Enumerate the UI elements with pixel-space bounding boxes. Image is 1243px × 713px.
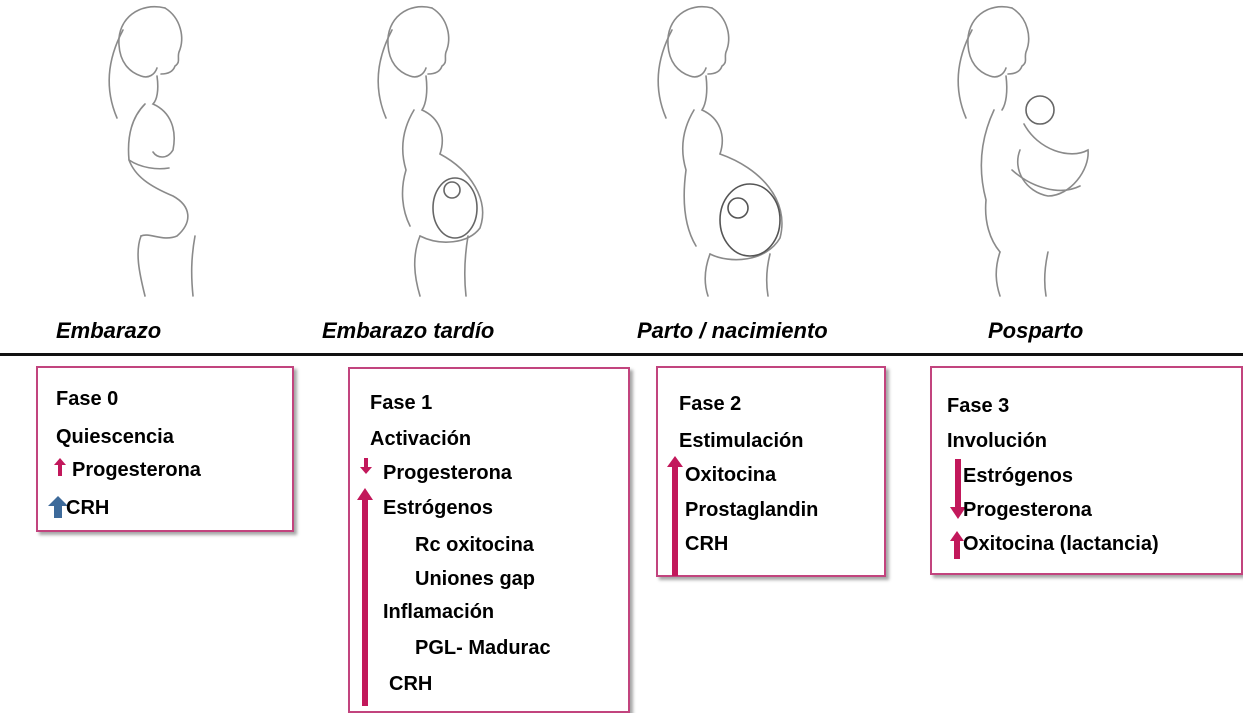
phase-name: Estimulación bbox=[679, 430, 804, 452]
arrow-up-icon bbox=[950, 531, 964, 559]
phase-title: Fase 3 bbox=[947, 395, 1010, 417]
phase-title: Fase 0 bbox=[56, 388, 119, 410]
hormone-subitem: PGL- Madurac bbox=[415, 637, 551, 659]
phase-title: Fase 1 bbox=[370, 392, 433, 414]
hormone-item: Estrógenos bbox=[383, 497, 494, 519]
arrow-up-icon bbox=[54, 458, 66, 476]
arrow-down-icon bbox=[360, 458, 372, 474]
hormone-item: Estrógenos bbox=[963, 465, 1074, 487]
hormone-item: Progesterona bbox=[963, 499, 1092, 521]
phase-box-0 bbox=[36, 366, 294, 532]
late-pregnancy-figure bbox=[340, 0, 540, 300]
phase-title: Fase 2 bbox=[679, 393, 742, 415]
hormone-subitem: Uniones gap bbox=[415, 568, 536, 590]
stage-label-postpartum: Posparto bbox=[988, 318, 1084, 343]
stage-label-late-pregnancy: Embarazo tardío bbox=[322, 318, 495, 343]
pregnant-woman-figure bbox=[45, 0, 245, 300]
hormone-item: CRH bbox=[685, 533, 729, 555]
postpartum-figure bbox=[920, 0, 1120, 300]
arrow-down-icon bbox=[950, 459, 966, 519]
arrow-up-icon bbox=[48, 496, 68, 518]
hormone-item: Progesterona bbox=[383, 462, 512, 484]
birth-figure bbox=[620, 0, 820, 300]
timeline-rule bbox=[0, 353, 1243, 356]
hormone-item: Prostaglandin bbox=[685, 499, 819, 521]
arrow-up-icon bbox=[667, 456, 683, 576]
phase-name: Involución bbox=[947, 430, 1047, 452]
hormone-item: Progesterona bbox=[72, 459, 201, 481]
phase-box-1 bbox=[348, 367, 630, 713]
hormone-item: CRH bbox=[66, 497, 110, 519]
hormone-item: Inflamación bbox=[383, 601, 495, 623]
stage-label-birth: Parto / nacimiento bbox=[637, 318, 828, 343]
hormone-item: Oxitocina (lactancia) bbox=[963, 533, 1159, 555]
phase-box-3 bbox=[930, 366, 1243, 575]
phase-name: Quiescencia bbox=[56, 426, 174, 448]
hormone-item: Oxitocina bbox=[685, 464, 777, 486]
phase-name: Activación bbox=[370, 428, 472, 450]
phase-box-2 bbox=[656, 366, 886, 577]
hormone-item: CRH bbox=[389, 673, 433, 695]
stage-label-pregnancy: Embarazo bbox=[56, 318, 162, 343]
arrow-up-icon bbox=[357, 488, 373, 706]
hormone-subitem: Rc oxitocina bbox=[415, 534, 534, 556]
